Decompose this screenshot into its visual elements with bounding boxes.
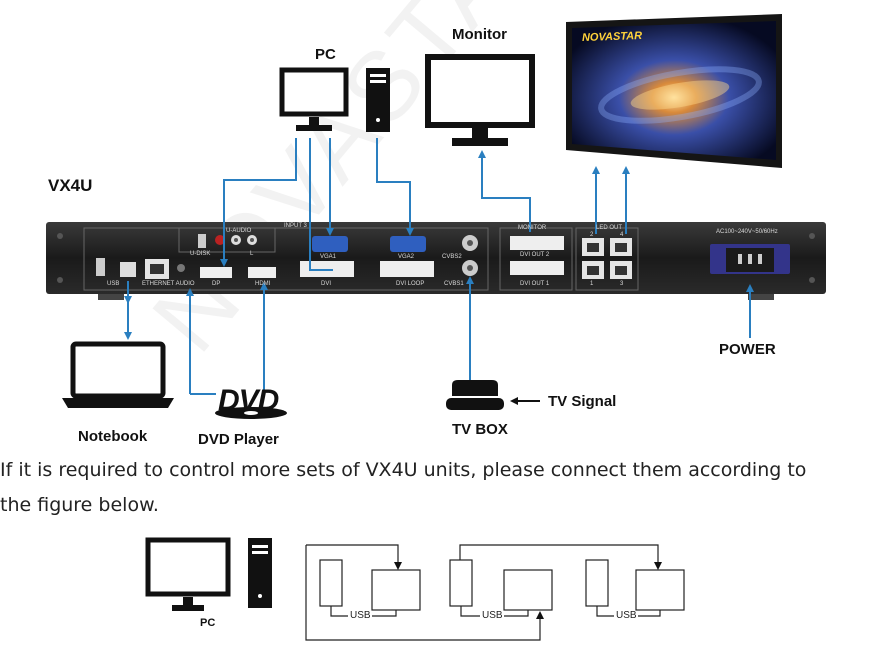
dvi-label: DVI: [321, 281, 332, 287]
usb-port-label: USB: [107, 281, 120, 287]
cvbs1-label: CVBS1: [444, 281, 464, 287]
led-port-1-label: 1: [590, 281, 594, 287]
cascade-pc-label: PC: [200, 617, 216, 629]
dvi-out2-label: DVI OUT 2: [520, 252, 550, 258]
ethernet-audio-label: ETHERNET AUDIO: [142, 281, 195, 287]
instruction-line-1: If it is required to control more sets o…: [0, 459, 807, 481]
notebook-icon: [62, 341, 174, 408]
led-screen-icon: [566, 14, 782, 168]
dvd-icon: [215, 407, 287, 419]
novastar-logo: NOVASTAR: [581, 29, 643, 45]
u-audio-label: U-AUDIO: [226, 228, 252, 234]
led-port-4-label: 4: [620, 232, 624, 238]
pc-monitor-icon: [279, 67, 349, 131]
led-port-2-label: 2: [590, 232, 594, 238]
led-out-label: LED OUT: [596, 225, 623, 231]
dp-label: DP: [212, 281, 221, 287]
power-label: POWER: [719, 341, 776, 358]
monitor-port-label: MONITOR: [518, 225, 547, 231]
dvd-player-label: DVD Player: [198, 431, 279, 448]
cascade-usb-label-2: USB: [482, 610, 503, 621]
audio-l-label: L: [250, 251, 254, 257]
tv-box-icon: [446, 380, 504, 410]
notebook-label: Notebook: [78, 428, 148, 445]
dvi-loop-label: DVI LOOP: [396, 281, 425, 287]
cvbs2-label: CVBS2: [442, 254, 462, 260]
dvd-logo: DVD: [218, 384, 279, 417]
cascade-usb-label-1: USB: [350, 610, 371, 621]
dvi-out1-label: DVI OUT 1: [520, 281, 550, 287]
vx4u-front-panel: [46, 222, 826, 300]
hdmi-label: HDMI: [255, 281, 271, 287]
power-spec-label: AC100~240V~50/60Hz: [716, 229, 778, 235]
u-disk-label: U-DISK: [190, 251, 211, 257]
monitor-label: Monitor: [452, 26, 507, 43]
pc-tower-icon: [366, 68, 390, 132]
monitor-icon: [425, 54, 535, 146]
cascade-figure: [145, 537, 685, 641]
tv-signal-label: TV Signal: [548, 393, 617, 410]
device-title: VX4U: [48, 176, 93, 195]
led-port-3-label: 3: [620, 281, 624, 287]
cables: [124, 138, 754, 395]
pc-label: PC: [315, 46, 336, 63]
vga2-label: VGA2: [398, 254, 415, 260]
cascade-usb-label-3: USB: [616, 610, 637, 621]
tv-box-label: TV BOX: [452, 421, 508, 438]
input-number-label: INPUT 3: [284, 223, 307, 229]
instruction-line-2: the figure below.: [0, 494, 159, 516]
vga1-label: VGA1: [320, 254, 337, 260]
